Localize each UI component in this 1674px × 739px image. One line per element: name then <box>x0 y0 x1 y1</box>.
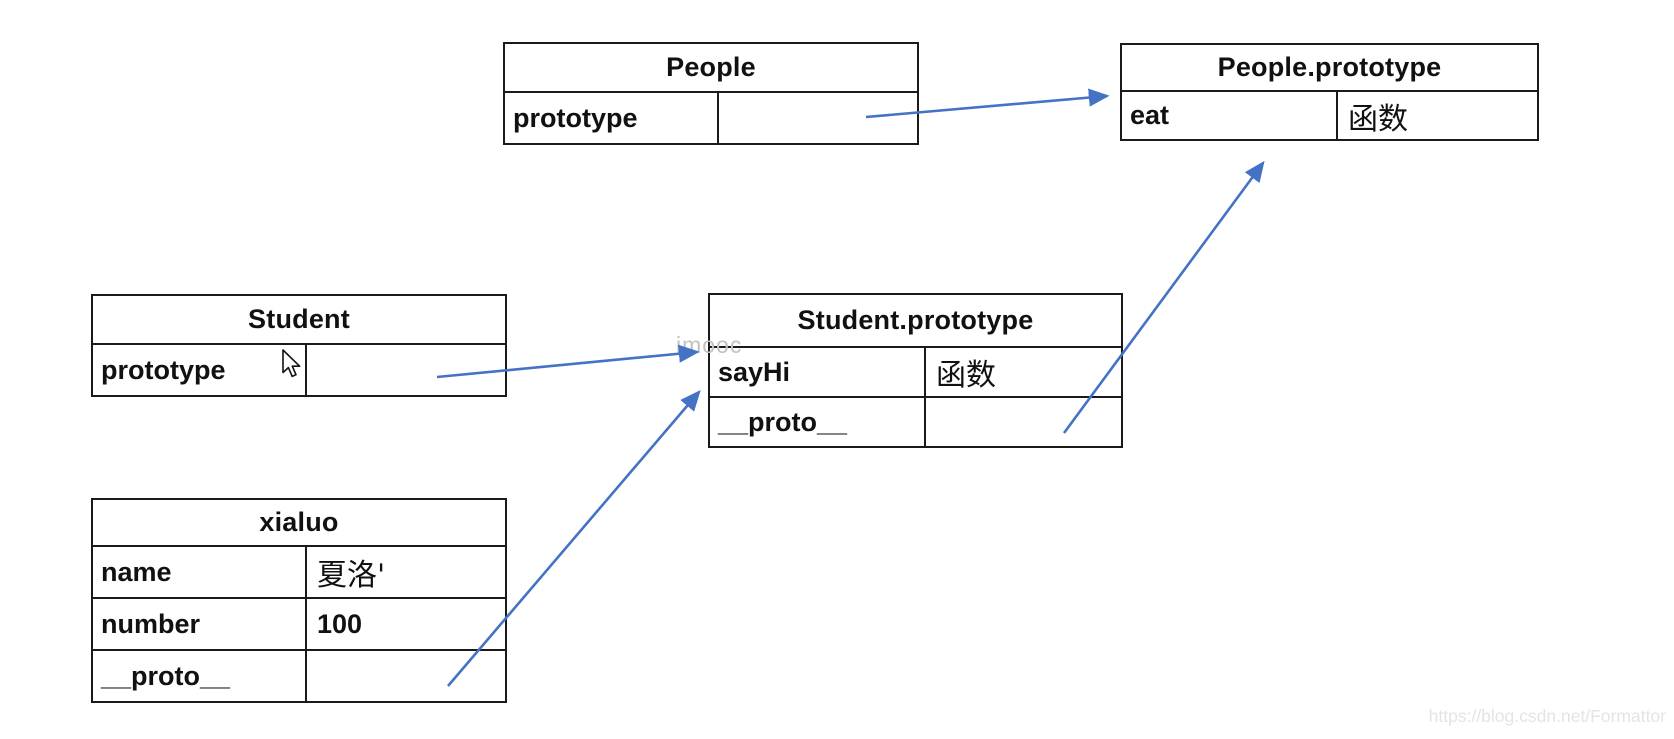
table-people-prototype-title: People.prototype <box>1122 45 1537 92</box>
cell-studentproto-proto-key: __proto__ <box>718 406 848 437</box>
cell-student-prototype-key: prototype <box>101 354 226 385</box>
table-row: prototype <box>505 93 917 143</box>
cell-name-key: name <box>101 556 172 587</box>
table-people-title: People <box>505 44 917 93</box>
table-row: eat 函数 <box>1122 92 1537 139</box>
cell-people-prototype-key: prototype <box>513 102 638 133</box>
imooc-watermark: imooc <box>676 332 743 358</box>
table-people-prototype: People.prototype eat 函数 <box>1120 43 1539 141</box>
cell-eat-key: eat <box>1130 100 1170 130</box>
table-student-title: Student <box>93 296 505 345</box>
cell-sayhi-value: 函数 <box>924 348 1121 396</box>
cell-xialuo-proto-value <box>305 651 505 701</box>
table-row: number 100 <box>93 597 505 649</box>
csdn-url-watermark: https://blog.csdn.net/Formattor <box>1428 706 1666 726</box>
table-row: prototype <box>93 345 505 395</box>
table-people: People prototype <box>503 42 919 145</box>
table-row: __proto__ <box>710 396 1121 446</box>
cell-name-value: 夏洛' <box>305 547 505 597</box>
table-student-prototype-title: Student.prototype <box>710 295 1121 348</box>
table-xialuo-title: xialuo <box>93 500 505 547</box>
cell-sayhi-key: sayHi <box>718 356 791 387</box>
cell-number-key: number <box>101 608 201 639</box>
table-student: Student prototype <box>91 294 507 397</box>
table-student-prototype: Student.prototype sayHi 函数 __proto__ <box>708 293 1123 448</box>
cell-xialuo-proto-key: __proto__ <box>101 660 231 691</box>
cell-eat-value: 函数 <box>1336 92 1537 139</box>
cell-student-prototype-value <box>305 345 505 395</box>
cell-number-value: 100 <box>305 599 505 649</box>
cell-people-prototype-value <box>717 93 917 143</box>
table-row: __proto__ <box>93 649 505 701</box>
table-row: name 夏洛' <box>93 547 505 597</box>
table-xialuo: xialuo name 夏洛' number 100 __proto__ <box>91 498 507 703</box>
table-row: sayHi 函数 <box>710 348 1121 396</box>
cell-studentproto-proto-value <box>924 398 1121 446</box>
